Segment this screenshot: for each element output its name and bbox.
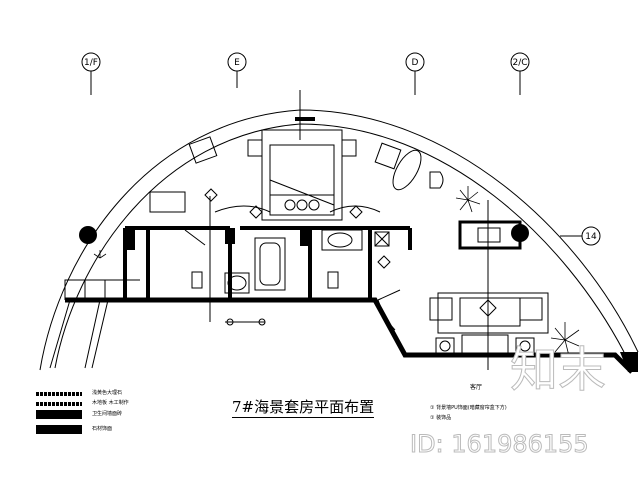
column-left <box>79 226 97 244</box>
legend-swatch <box>36 425 82 434</box>
legend-item: 石材饰面 <box>36 425 112 434</box>
sofa-set <box>429 292 549 355</box>
legend-label: 石材饰面 <box>92 426 113 432</box>
main-wall <box>65 297 634 374</box>
legend-item: 卫生间墙面砖 <box>36 410 122 419</box>
legend-label: 木地板 木工制作 <box>92 400 129 406</box>
interior-walls <box>123 226 412 300</box>
column-right <box>511 224 529 242</box>
drawing-title: 7#海景套房平面布置 <box>232 398 375 418</box>
legend-item: 木地板 木工制作 <box>36 400 129 407</box>
legend-swatch <box>36 391 82 396</box>
legend-label: 浅黄色大理石 <box>92 390 123 396</box>
legend-swatch <box>36 410 82 419</box>
inner-curved-wall <box>54 123 625 369</box>
note-marker: ① <box>430 415 435 421</box>
legend-label: 卫生间墙面砖 <box>92 411 123 417</box>
room-label: 客厅 <box>470 384 483 391</box>
legend-item: 浅黄色大理石 <box>36 390 122 397</box>
plant-icons <box>93 186 580 357</box>
axis-marker-4 <box>510 52 530 95</box>
legend-swatch <box>36 401 82 406</box>
note-text: 装饰品 <box>436 415 452 421</box>
watermark-id: ID: 161986155 <box>410 430 590 459</box>
note-text: 背景墙PU饰面(暗藏窗帘盒下方) <box>436 405 507 411</box>
watermark-brand: 知末 <box>509 342 607 399</box>
axis-marker-5 <box>560 226 601 246</box>
note-item: ① 背景墙PU饰面(暗藏窗帘盒下方) <box>430 405 507 412</box>
axis-marker-2 <box>227 52 247 88</box>
axis-marker-1 <box>81 52 101 95</box>
note-item: ① 装饰品 <box>430 415 451 422</box>
axis-marker-3 <box>405 52 425 95</box>
bed <box>247 129 357 221</box>
note-marker: ① <box>430 405 435 411</box>
